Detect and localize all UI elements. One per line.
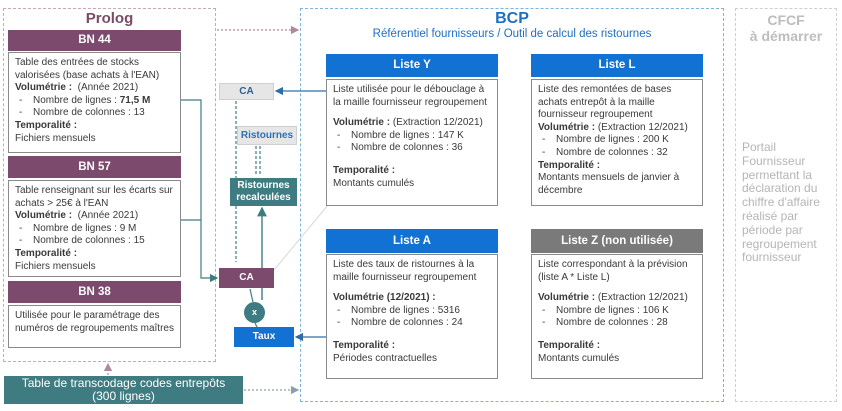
bcp-panel xyxy=(300,8,724,402)
liste-y-temporality-value: Montants cumulés xyxy=(333,177,415,189)
bn57-cols-value: 15 xyxy=(133,235,145,247)
liste-y-description: Liste utilisée pour le débouclage à la m… xyxy=(333,84,487,108)
bn44-rows-label: Nombre de lignes : xyxy=(33,94,117,106)
liste-z-card: Liste correspondant à la prévision (list… xyxy=(531,254,703,379)
liste-a-rows-label: Nombre de lignes : xyxy=(351,304,435,316)
liste-z-cols-label: Nombre de colonnes : xyxy=(556,317,654,329)
liste-z-rows-label: Nombre de lignes : xyxy=(556,304,640,316)
transcodage-table-node: Table de transcodage codes entrepôts (30… xyxy=(4,376,243,404)
transcodage-title: Table de transcodage codes entrepôts xyxy=(21,376,226,390)
ca-x-line xyxy=(249,288,254,303)
liste-y-rows-value: 147 K xyxy=(437,129,464,141)
liste-z-cols-value: 28 xyxy=(656,317,668,329)
liste-z-temporality-value: Montants cumulés xyxy=(538,352,620,364)
liste-l-volumetry-note: (Extraction 12/2021) xyxy=(597,121,688,133)
ca-bottom-node: CA xyxy=(219,268,274,288)
liste-y-cols-label: Nombre de colonnes : xyxy=(351,142,449,154)
bn38-description: Utilisée pour le paramétrage des numéros… xyxy=(15,310,174,334)
cfcf-panel xyxy=(735,8,837,402)
ristournes-recalculees-node: Ristournes recalculées xyxy=(230,178,297,206)
prolog-title: Prolog xyxy=(85,10,134,27)
bn44-header: BN 44 xyxy=(8,30,181,51)
bn38-header: BN 38 xyxy=(8,281,181,303)
cfcf-title: CFCF à démarrer xyxy=(735,12,837,44)
cfcf-title-main: CFCF xyxy=(767,12,805,28)
bn57-card: Table renseignant sur les écarts sur ach… xyxy=(8,180,181,277)
liste-l-cols-value: 32 xyxy=(656,146,668,158)
liste-l-rows-label: Nombre de lignes : xyxy=(556,134,640,146)
liste-l-temporality-label: Temporalité : xyxy=(538,159,601,171)
liste-z-rows-value: 106 K xyxy=(642,304,669,316)
liste-z-header: Liste Z (non utilisée) xyxy=(531,229,703,253)
cfcf-title-status: à démarrer xyxy=(749,28,823,44)
listey-ca-diagonal xyxy=(273,204,329,271)
liste-y-cols-value: 36 xyxy=(451,142,463,154)
bn57-temporality-value: Fichiers mensuels xyxy=(15,260,96,272)
liste-z-volumetry-note: (Extraction 12/2021) xyxy=(597,292,688,304)
transcodage-lines: (300 lignes) xyxy=(92,389,155,403)
bn57-volumetry-note: (Année 2021) xyxy=(77,210,139,222)
liste-l-description: Liste des remontées de bases achats entr… xyxy=(538,84,672,121)
bn44-cols-label: Nombre de colonnes : xyxy=(33,107,131,119)
taux-node: Taux xyxy=(234,327,294,347)
bn44-temporality-label: Temporalité : xyxy=(15,119,78,131)
liste-y-rows-label: Nombre de lignes : xyxy=(351,129,435,141)
liste-a-description: Liste des taux de ristournes à la maille… xyxy=(333,259,477,283)
bn44-cols-value: 13 xyxy=(133,107,145,119)
liste-y-header: Liste Y xyxy=(326,54,498,77)
liste-a-card: Liste des taux de ristournes à la maille… xyxy=(326,254,498,379)
liste-a-temporality-label: Temporalité : xyxy=(333,339,396,351)
prolog-panel xyxy=(3,8,216,362)
liste-z-description: Liste correspondant à la prévision (list… xyxy=(538,259,688,283)
liste-a-cols-label: Nombre de colonnes : xyxy=(351,317,449,329)
bn44-volumetry-note: (Année 2021) xyxy=(77,82,139,94)
bn44-ca-arrow xyxy=(181,99,219,283)
cfcf-description: Portail Fournisseur permettant la déclar… xyxy=(742,140,820,265)
liste-l-cols-label: Nombre de colonnes : xyxy=(556,146,654,158)
bn57-header: BN 57 xyxy=(8,156,181,178)
liste-a-header: Liste A xyxy=(326,229,498,253)
bn44-volumetry-label: Volumétrie : xyxy=(15,82,73,94)
liste-l-temporality-value: Montants mensuels de janvier à décembre xyxy=(538,172,680,196)
ca-top-node: CA xyxy=(219,83,274,100)
liste-l-volumetry-label: Volumétrie : xyxy=(538,121,596,133)
bn44-card: Table des entrées de stocks valorisées (… xyxy=(8,52,181,153)
ristournes-recalculees-line1: Ristournes xyxy=(237,180,290,191)
bn44-temporality-value: Fichiers mensuels xyxy=(15,132,96,144)
bn57-rows-value: 9 M xyxy=(119,222,137,234)
bn57-volumetry-label: Volumétrie : xyxy=(15,210,73,222)
bn44-rows-value: 71,5 M xyxy=(119,94,151,106)
liste-a-cols-value: 24 xyxy=(451,317,463,329)
bcp-title: BCP xyxy=(495,10,529,27)
liste-a-volumetry-label: Volumétrie (12/2021) : xyxy=(333,292,436,304)
liste-l-rows-value: 200 K xyxy=(642,134,669,146)
liste-l-header: Liste L xyxy=(531,54,703,77)
taux-x-line xyxy=(254,322,258,328)
liste-y-card: Liste utilisée pour le débouclage à la m… xyxy=(326,79,498,206)
bn44-description: Table des entrées de stocks valorisées (… xyxy=(15,57,160,81)
liste-y-volumetry-note: (Extraction 12/2021) xyxy=(392,117,483,129)
bn57-temporality-label: Temporalité : xyxy=(15,247,78,259)
liste-y-volumetry-label: Volumétrie : xyxy=(333,117,391,129)
multiply-node: x xyxy=(244,302,265,323)
bn57-description: Table renseignant sur les écarts sur ach… xyxy=(15,185,173,209)
bcp-subtitle: Référentiel fournisseurs / Outil de calc… xyxy=(372,28,652,40)
ristournes-recalculees-line2: recalculées xyxy=(236,192,291,203)
liste-z-volumetry-label: Volumétrie : xyxy=(538,292,596,304)
bn57-rows-label: Nombre de lignes : xyxy=(33,222,117,234)
bn57-cols-label: Nombre de colonnes : xyxy=(33,235,131,247)
bn38-card: Utilisée pour le paramétrage des numéros… xyxy=(8,305,181,348)
liste-a-rows-value: 5316 xyxy=(437,304,460,316)
liste-y-temporality-label: Temporalité : xyxy=(333,164,396,176)
liste-l-card: Liste des remontées de bases achats entr… xyxy=(531,79,703,206)
liste-a-temporality-value: Périodes contractuelles xyxy=(333,352,437,364)
ristournes-node: Ristournes xyxy=(237,126,297,145)
liste-z-temporality-label: Temporalité : xyxy=(538,339,601,351)
